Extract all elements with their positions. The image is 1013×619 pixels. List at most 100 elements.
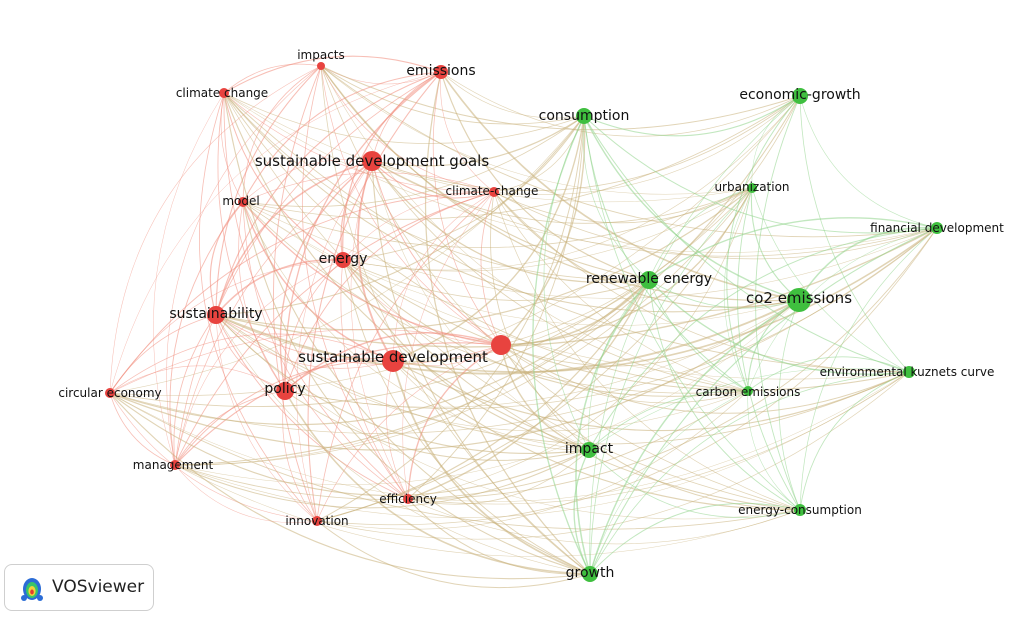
edge-sustainability-financial-development bbox=[215, 227, 938, 348]
edge-climate-change-1-financial-development bbox=[223, 92, 938, 253]
node-label-renewable-energy: renewable energy bbox=[586, 271, 712, 287]
node-impact[interactable] bbox=[581, 442, 597, 458]
node-financial-development[interactable] bbox=[931, 222, 943, 234]
edge-sustainability-sustainable-development bbox=[215, 314, 394, 369]
edge-model-financial-development bbox=[242, 201, 938, 299]
edge-economic-growth-urbanization bbox=[751, 95, 801, 189]
node-label-sustainable-development: sustainable development bbox=[298, 348, 488, 366]
edge-model-policy bbox=[238, 201, 286, 392]
node-climate-change-2[interactable] bbox=[489, 187, 499, 197]
node-label-sustainability: sustainability bbox=[169, 306, 262, 322]
node-innovation[interactable] bbox=[312, 516, 322, 526]
edge-innovation-consumption bbox=[316, 115, 585, 522]
node-energy-consumption[interactable] bbox=[794, 504, 806, 516]
node-label-sdg: sustainable development goals bbox=[255, 152, 490, 170]
edge-consumption-impact bbox=[543, 115, 590, 451]
node-efficiency[interactable] bbox=[403, 494, 413, 504]
edge-impact-growth bbox=[573, 449, 591, 575]
node-circular-economy[interactable] bbox=[105, 388, 115, 398]
edge-climate-change-1-policy bbox=[217, 92, 286, 392]
edge-impacts-sustainability bbox=[215, 65, 322, 316]
edge-environmental-kuznets-curve-energy-consumption bbox=[799, 371, 910, 511]
edge-co2-emissions-energy-consumption bbox=[778, 299, 801, 511]
edge-sdg-impact bbox=[371, 160, 590, 451]
node-consumption[interactable] bbox=[576, 108, 592, 124]
edge-financial-development-renewable-energy bbox=[648, 217, 938, 281]
edge-energy-consumption-growth bbox=[589, 502, 801, 575]
edge-climate-change-2-innovation bbox=[316, 191, 495, 522]
node-label-environmental-kuznets-curve: environmental kuznets curve bbox=[820, 365, 995, 379]
node-policy[interactable] bbox=[276, 382, 294, 400]
edge-sustainability-urbanization bbox=[215, 187, 753, 331]
edge-efficiency-growth bbox=[407, 498, 591, 575]
node-urbanization[interactable] bbox=[747, 183, 757, 193]
edge-sdg-innovation bbox=[296, 160, 373, 522]
edge-innovation-financial-development bbox=[316, 227, 938, 526]
edge-circular-economy-consumption bbox=[109, 115, 585, 394]
edge-climate-change-1-urbanization bbox=[223, 92, 753, 203]
edge-carbon-emissions-impact bbox=[588, 390, 749, 451]
node-climate-change-1[interactable] bbox=[219, 88, 229, 98]
node-label-efficiency: efficiency bbox=[379, 492, 437, 506]
edge-climate-change-1-carbon-emissions bbox=[223, 92, 749, 392]
node-environmental-kuznets-curve[interactable] bbox=[903, 366, 915, 378]
edge-model-sustainability bbox=[209, 201, 244, 316]
edge-impacts-co2-emissions bbox=[320, 65, 800, 302]
edge-climate-change-2-urbanization bbox=[493, 187, 753, 224]
edge-policy-circular-economy bbox=[109, 365, 286, 394]
edge-energy-consumption bbox=[342, 115, 585, 261]
edge-impacts-financial-development bbox=[320, 65, 938, 238]
edge-sustainability-policy bbox=[215, 314, 286, 392]
node-label-impact: impact bbox=[565, 441, 614, 457]
node-co2-emissions[interactable] bbox=[787, 288, 811, 312]
node-management[interactable] bbox=[170, 460, 180, 470]
node-label-climate-change-2: climate-change bbox=[446, 184, 539, 198]
node-energy[interactable] bbox=[335, 252, 351, 268]
edge-energy-economic-growth bbox=[342, 95, 801, 271]
edge-sdg-policy bbox=[279, 160, 373, 392]
edge-climate-change-2-environmental-kuznets-curve bbox=[493, 191, 910, 373]
node-impacts[interactable] bbox=[317, 62, 325, 70]
edge-sustainable-development-growth bbox=[392, 360, 591, 575]
edge-climate-change-2-unlabeled-red bbox=[480, 191, 502, 346]
node-label-policy: policy bbox=[264, 381, 305, 397]
edge-climate-change-1-climate-change-2 bbox=[223, 92, 495, 193]
edge-sustainability-renewable-energy bbox=[215, 279, 650, 363]
edge-environmental-kuznets-curve-impact bbox=[588, 368, 910, 451]
edge-climate-change-1-management bbox=[153, 92, 225, 466]
node-emissions[interactable] bbox=[434, 65, 448, 79]
edge-sdg-consumption bbox=[371, 115, 585, 167]
edge-unlabeled-red-management bbox=[174, 342, 502, 466]
node-model[interactable] bbox=[238, 197, 248, 207]
node-carbon-emissions[interactable] bbox=[743, 386, 753, 396]
edge-sdg-unlabeled-red bbox=[371, 160, 502, 346]
node-renewable-energy[interactable] bbox=[640, 271, 658, 289]
edge-urbanization-energy-consumption bbox=[737, 187, 801, 511]
edge-sdg-carbon-emissions bbox=[371, 160, 749, 392]
edge-efficiency-energy-consumption bbox=[407, 498, 801, 545]
node-sustainability[interactable] bbox=[207, 306, 225, 324]
edge-emissions-innovation bbox=[307, 71, 442, 522]
edge-renewable-energy-growth bbox=[575, 279, 650, 575]
edge-circular-economy-growth bbox=[109, 392, 591, 580]
node-sdg[interactable] bbox=[362, 151, 382, 171]
node-growth[interactable] bbox=[582, 566, 598, 582]
edge-sustainability-impact bbox=[215, 314, 590, 455]
edge-environmental-kuznets-curve-carbon-emissions bbox=[747, 356, 910, 392]
edge-unlabeled-red-energy-consumption bbox=[500, 344, 801, 511]
node-label-management: management bbox=[133, 458, 214, 472]
edge-renewable-energy-co2-emissions bbox=[648, 279, 800, 309]
edge-financial-development-energy-consumption bbox=[799, 227, 938, 511]
edge-impacts-economic-growth bbox=[320, 65, 801, 131]
node-sustainable-development[interactable] bbox=[382, 350, 404, 372]
edge-sdg-energy bbox=[340, 160, 373, 261]
node-unlabeled-red[interactable] bbox=[491, 335, 511, 355]
edge-climate-change-1-energy-consumption bbox=[223, 92, 801, 511]
edge-management-innovation bbox=[174, 464, 318, 523]
edge-climate-change-2-carbon-emissions bbox=[493, 191, 749, 392]
edge-energy-policy bbox=[284, 259, 344, 392]
edge-financial-development-impact bbox=[588, 227, 938, 451]
edge-emissions-policy bbox=[284, 71, 442, 392]
node-economic-growth[interactable] bbox=[792, 88, 808, 104]
node-label-carbon-emissions: carbon emissions bbox=[696, 385, 801, 399]
